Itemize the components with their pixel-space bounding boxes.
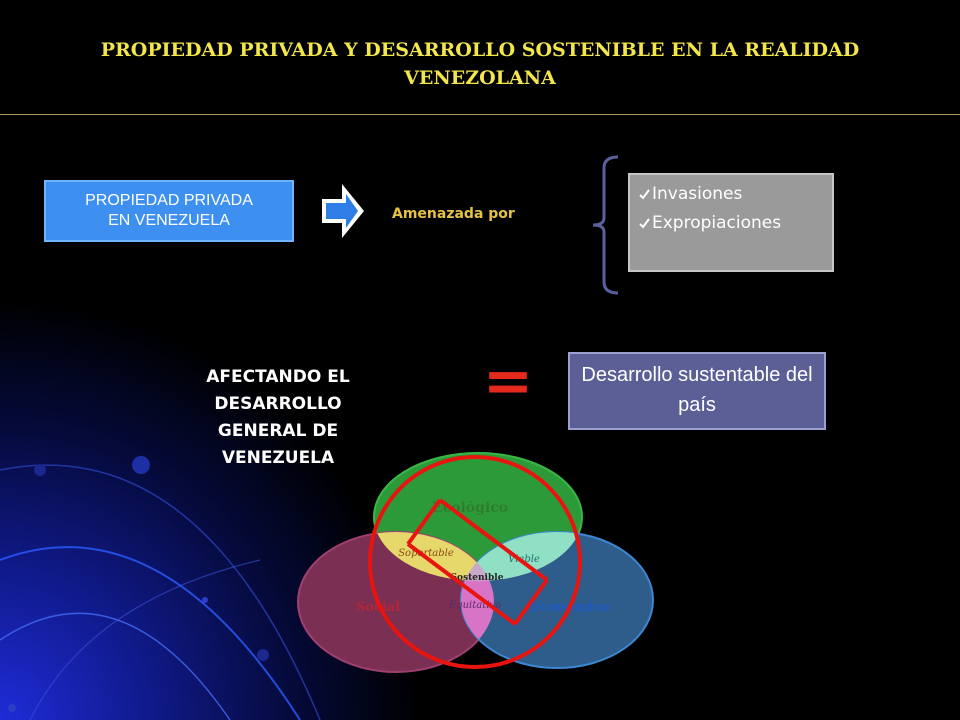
sustainability-venn-diagram: Ecológico Social Económico Soportable Vi… — [297, 452, 654, 673]
checkmark-icon — [639, 189, 650, 200]
slide-title: PROPIEDAD PRIVADA Y DESARROLLO SOSTENIBL… — [100, 39, 860, 89]
soportable-region — [374, 532, 494, 581]
viable-label: Viable — [508, 554, 540, 565]
right-arrow-icon — [322, 184, 364, 238]
property-box-line1: PROPIEDAD PRIVADA — [85, 192, 253, 209]
threats-list: Invasiones Expropiaciones — [628, 173, 834, 272]
threat-item-label: Invasiones — [652, 184, 743, 204]
list-item-expropiaciones: Expropiaciones — [639, 209, 832, 238]
viable-region — [461, 532, 582, 581]
equitativo-label: Equitativo — [448, 600, 501, 611]
social-label: Social — [356, 600, 400, 615]
property-box-line2: EN VENEZUELA — [108, 212, 230, 229]
property-box: PROPIEDAD PRIVADA EN VENEZUELA — [44, 180, 294, 242]
checkmark-icon — [639, 218, 650, 229]
ecologico-label: Ecológico — [432, 500, 508, 516]
left-brace-icon — [592, 155, 619, 295]
soportable-label: Soportable — [398, 548, 454, 559]
development-box: Desarrollo sustentable del país — [568, 352, 826, 430]
list-item-invasiones: Invasiones — [639, 180, 832, 209]
threat-item-label: Expropiaciones — [652, 213, 782, 233]
affect-text: AFECTANDO EL DESARROLLO GENERAL DE VENEZ… — [206, 367, 350, 468]
title-divider — [0, 114, 960, 115]
threat-label: Amenazada por — [392, 206, 515, 222]
equals-sign: = — [482, 346, 534, 416]
prohibition-icon — [368, 455, 582, 669]
sostenible-label: Sostenible — [451, 573, 504, 583]
